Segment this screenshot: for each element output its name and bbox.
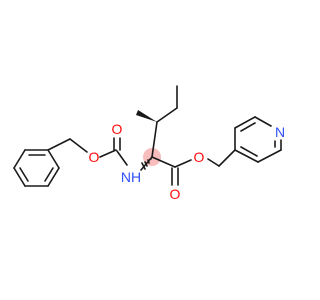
atom-n-amide: NH — [121, 169, 141, 185]
bond — [47, 167, 60, 187]
bond — [218, 149, 236, 167]
atom-n-pyridine: N — [275, 124, 285, 140]
bond — [156, 107, 178, 123]
bond — [240, 146, 258, 157]
bond — [257, 149, 282, 163]
bond — [234, 149, 259, 163]
bond — [13, 149, 26, 169]
atom-o-carbamate-carbonyl: O — [112, 121, 123, 137]
bond — [174, 159, 192, 168]
atom-o-ester-ether: O — [194, 149, 205, 165]
atom-labels: O O NH O O N — [89, 121, 286, 202]
bond — [69, 138, 88, 153]
bond — [47, 138, 71, 151]
bond — [151, 121, 158, 158]
bond — [13, 167, 26, 187]
bond — [234, 116, 256, 129]
bond — [47, 149, 60, 169]
stereo-wedge — [136, 110, 157, 122]
atom-o-carbamate-ether: O — [89, 149, 100, 165]
bond — [99, 149, 117, 158]
bond — [44, 167, 54, 182]
bond — [19, 167, 29, 182]
bond — [240, 122, 256, 132]
bond — [207, 158, 220, 167]
atom-o-ester-carbonyl: O — [170, 186, 181, 202]
bond — [116, 150, 128, 166]
stereo-hash — [141, 158, 152, 170]
bond — [151, 156, 176, 168]
bond — [254, 116, 272, 127]
bonds — [13, 85, 282, 187]
molecule-structure: O O NH O O N — [13, 85, 286, 202]
